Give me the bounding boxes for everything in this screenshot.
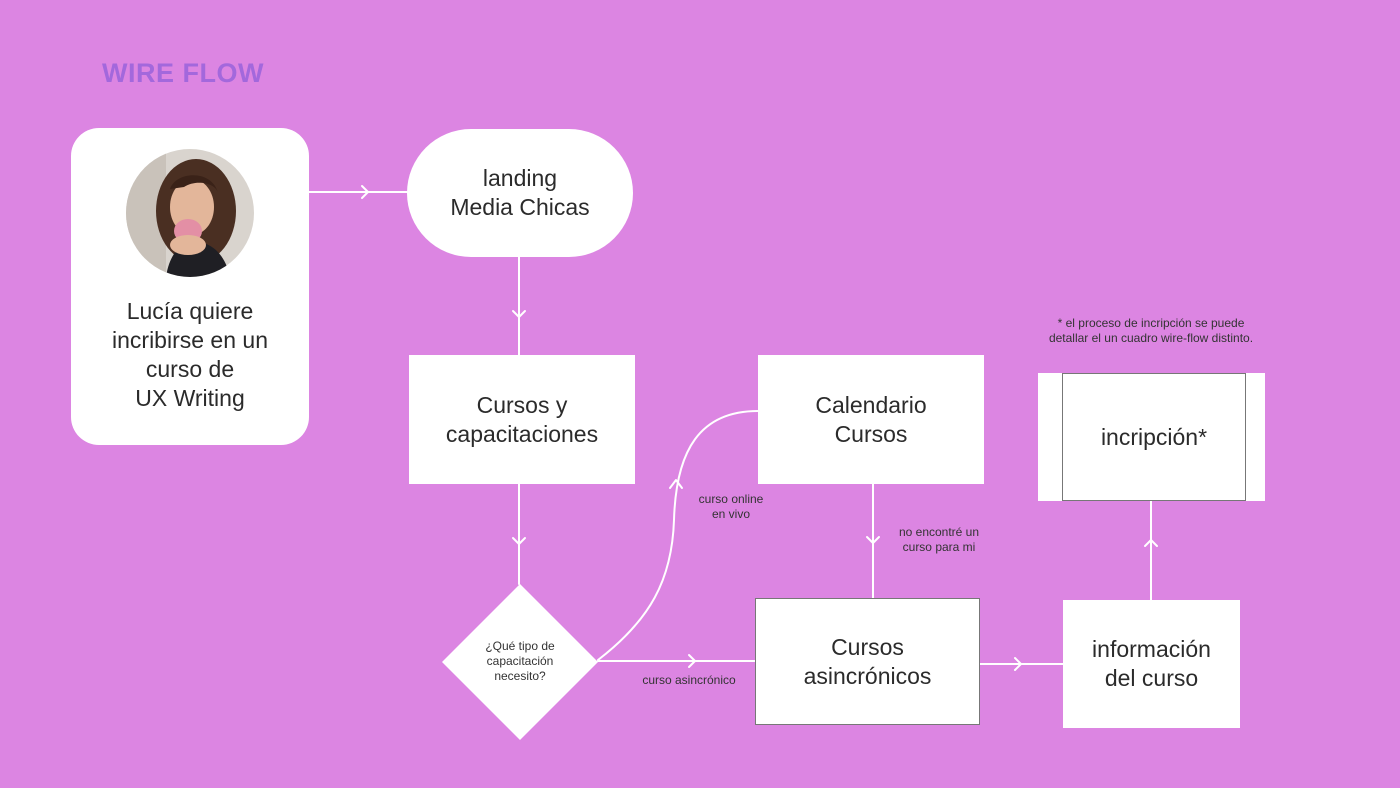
- avatar-image: [126, 149, 254, 277]
- node-inscripcion: incripción*: [1038, 373, 1265, 501]
- node-informacion-curso: información del curso: [1063, 600, 1240, 728]
- arrowhead-persona-landing: [361, 185, 369, 199]
- persona-card: Lucía quiere incribirse en un curso de U…: [71, 128, 309, 445]
- decision-diamond: [442, 584, 598, 740]
- edge-label-no-encontre: no encontré un curso para mi: [898, 525, 980, 554]
- arrowhead-landing-cursos: [512, 310, 526, 318]
- arrowhead-decision-calendario: [669, 479, 683, 489]
- arrowhead-decision-asincronicos: [688, 654, 696, 668]
- edge-label-online: curso online en vivo: [698, 492, 764, 521]
- inscripcion-inner-frame: incripción*: [1062, 373, 1246, 501]
- page-title: WIRE FLOW: [102, 58, 264, 88]
- node-cursos-asincronicos: Cursos asincrónicos: [755, 598, 980, 725]
- node-landing: landing Media Chicas: [407, 129, 633, 257]
- arrowhead-informacion-inscripcion: [1144, 539, 1158, 547]
- node-calendario-cursos: Calendario Cursos: [758, 355, 984, 484]
- arrowhead-cursos-decision: [512, 537, 526, 545]
- arrowhead-calendario-asincronicos: [866, 536, 880, 544]
- connector-decision-calendario: [597, 410, 759, 661]
- inscripcion-label: incripción*: [1100, 423, 1208, 450]
- decision-label: ¿Qué tipo de capacitación necesito?: [485, 639, 555, 683]
- inscripcion-note: * el proceso de incripción se puede deta…: [1048, 316, 1254, 345]
- node-cursos-capacitaciones: Cursos y capacitaciones: [409, 355, 635, 484]
- persona-avatar: [126, 149, 254, 277]
- persona-description: Lucía quiere incribirse en un curso de U…: [112, 298, 268, 411]
- edge-label-asincronico: curso asincrónico: [642, 673, 736, 687]
- arrowhead-asincronicos-informacion: [1014, 657, 1022, 671]
